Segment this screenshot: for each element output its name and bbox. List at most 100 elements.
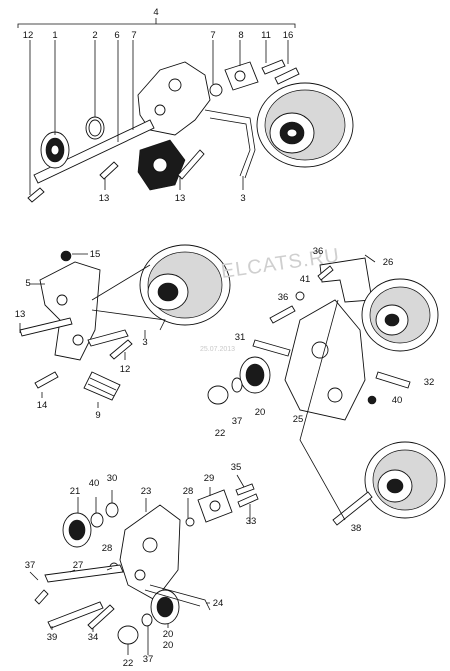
- bolt-31-part: [252, 339, 291, 357]
- bolt-35-part: [235, 483, 255, 496]
- washer-37b-part: [141, 613, 153, 627]
- callout-label: 8: [238, 30, 243, 41]
- nut-40-part: [367, 395, 377, 405]
- washer-28-part: [185, 517, 195, 527]
- callout-label: 26: [383, 257, 394, 268]
- washer-30-part: [105, 502, 119, 518]
- callout-label: 23: [141, 486, 152, 497]
- callout-label: 35: [231, 462, 242, 473]
- washer-40b-part: [90, 512, 104, 528]
- callout-label: 38: [351, 523, 362, 534]
- callout-label: 36: [278, 292, 289, 303]
- alternator-2-part: [139, 244, 231, 326]
- pulley-21-part: [62, 512, 92, 548]
- washer-41-part: [295, 291, 305, 301]
- callout-label: 22: [215, 428, 226, 439]
- callout-label: 30: [107, 473, 118, 484]
- bracket-26-part: [319, 257, 373, 303]
- callout-label: 28: [183, 486, 194, 497]
- v-belt-24-part: [144, 584, 211, 611]
- bolt-13c-part: [19, 317, 73, 337]
- callout-label: 14: [37, 400, 48, 411]
- callout-label: 3: [142, 337, 147, 348]
- alternator-3-part: [361, 278, 439, 352]
- callout-label: 21: [70, 486, 81, 497]
- callout-label: 33: [246, 516, 257, 527]
- washer-37-part: [231, 377, 243, 393]
- bolt-36a-part: [269, 305, 296, 324]
- callout-label: 34: [88, 632, 99, 643]
- callout-label: 9: [95, 410, 100, 421]
- alternator-4-part: [364, 441, 446, 519]
- bolt-36b-part: [317, 265, 334, 281]
- bolt-34-part: [87, 604, 115, 630]
- bracket-25-part: [284, 299, 366, 421]
- cap-22-part: [207, 385, 229, 405]
- pulley-part: [40, 131, 70, 169]
- callout-label: 5: [25, 278, 30, 289]
- bolt-32-part: [375, 371, 411, 389]
- bracket-23-part: [119, 504, 181, 601]
- section-top-assembly: [17, 18, 354, 203]
- callout-label: 13: [175, 193, 186, 204]
- callout-label: 15: [90, 249, 101, 260]
- rod-27-part: [44, 564, 124, 583]
- long-bolt-part: [33, 119, 155, 184]
- callout-label: 32: [424, 377, 435, 388]
- callout-label: 40: [392, 395, 403, 406]
- bolt-12-part: [27, 187, 45, 203]
- callout-label: 12: [23, 30, 34, 41]
- date-stamp: 25.07.2013: [200, 346, 235, 353]
- callout-label: 25: [293, 414, 304, 425]
- bolt-39-part: [47, 601, 104, 629]
- callout-label: 37: [25, 560, 36, 571]
- callout-label: 41: [300, 274, 311, 285]
- bracket-boss: [168, 78, 182, 92]
- callout-label: 20: [163, 629, 174, 640]
- callout-label: 22: [123, 658, 134, 669]
- group-bracket: [17, 18, 296, 28]
- callout-label: 3: [240, 193, 245, 204]
- washer-7-part: [209, 83, 223, 97]
- nut-15-part: [60, 250, 72, 262]
- bolt-33-part: [237, 493, 259, 508]
- bolt-37-part: [34, 589, 49, 605]
- cap-22b-part: [117, 625, 139, 645]
- callout-label: 1: [52, 30, 57, 41]
- callout-label: 13: [99, 193, 110, 204]
- callout-label: 12: [120, 364, 131, 375]
- v-belt-2-part: [91, 264, 166, 331]
- bolt-13a-part: [99, 161, 119, 180]
- alternator-part: [256, 82, 354, 168]
- callout-label: 6: [114, 30, 119, 41]
- bracket-5-part: [39, 261, 101, 361]
- bolt-11-part: [261, 59, 286, 75]
- callout-label: 27: [73, 560, 84, 571]
- bolt-16-part: [274, 67, 300, 85]
- callout-label: 39: [47, 632, 58, 643]
- tension-pulley-20-part: [239, 356, 271, 394]
- callout-label: 40: [89, 478, 100, 489]
- bolt-3-part: [87, 329, 129, 347]
- bolt-14-part: [34, 371, 59, 389]
- callout-label: 4: [153, 7, 158, 18]
- callout-label: 37: [143, 654, 154, 665]
- section-middle-left-assembly: [19, 244, 231, 408]
- callout-label: 7: [131, 30, 136, 41]
- callout-label: 7: [210, 30, 215, 41]
- callout-label: 20: [163, 640, 174, 651]
- callout-label: 16: [283, 30, 294, 41]
- callout-label: 2: [92, 30, 97, 41]
- callout-label: 13: [15, 309, 26, 320]
- section-middle-right-assembly: [207, 254, 446, 526]
- section-bottom-assembly: [29, 474, 259, 655]
- callout-label: 29: [204, 473, 215, 484]
- callout-label: 36: [313, 246, 324, 257]
- spring-part: [83, 371, 121, 401]
- bolt-13b-part: [177, 149, 205, 180]
- callout-label: 28: [102, 543, 113, 554]
- callout-label: 24: [213, 598, 224, 609]
- callout-label: 20: [255, 407, 266, 418]
- callout-label: 37: [232, 416, 243, 427]
